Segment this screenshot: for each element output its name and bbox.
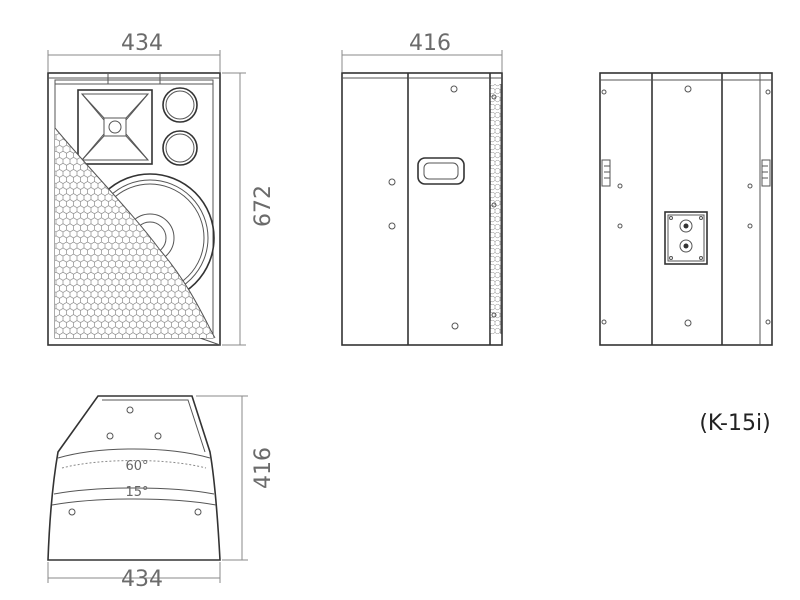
top-screws (68, 406, 202, 516)
horn-tweeter (77, 89, 153, 165)
rear-view (599, 72, 773, 346)
top-view: 60° 15° 434 416 (47, 395, 276, 592)
speakon-connector-top (679, 219, 693, 233)
side-width-label: 416 (409, 31, 451, 56)
front-height-dimension: 672 (222, 72, 276, 346)
speakon-connector-bottom (679, 239, 693, 253)
rear-handle-left (601, 159, 611, 187)
side-cabinet-outline (341, 72, 503, 346)
top-width-dimension: 434 (47, 562, 221, 592)
top-cabinet-outline (47, 395, 221, 561)
side-screws (388, 85, 497, 330)
rear-screws (601, 85, 771, 327)
connector-panel (664, 211, 708, 265)
front-view: 434 672 (47, 31, 276, 346)
round-port-top (162, 87, 198, 123)
front-width-label: 434 (121, 31, 163, 56)
round-port-bottom (162, 130, 198, 166)
front-width-dimension: 434 (47, 31, 221, 72)
top-depth-label: 416 (251, 447, 276, 489)
horizontal-angle-label: 60° (125, 459, 148, 474)
side-width-dimension: 416 (341, 31, 503, 72)
front-cabinet-outline (47, 72, 221, 346)
front-height-label: 672 (251, 185, 276, 227)
front-grille (54, 127, 216, 339)
vertical-angle-label: 15° (125, 485, 148, 500)
top-depth-dimension: 416 (196, 395, 276, 561)
side-handle (417, 157, 465, 185)
top-width-label: 434 (121, 567, 163, 592)
rear-cabinet-outline (599, 72, 773, 346)
side-grille-edge (490, 84, 501, 334)
side-view: 416 (341, 31, 503, 346)
rear-handle-right (761, 159, 771, 187)
model-label: (K-15i) (699, 411, 770, 436)
